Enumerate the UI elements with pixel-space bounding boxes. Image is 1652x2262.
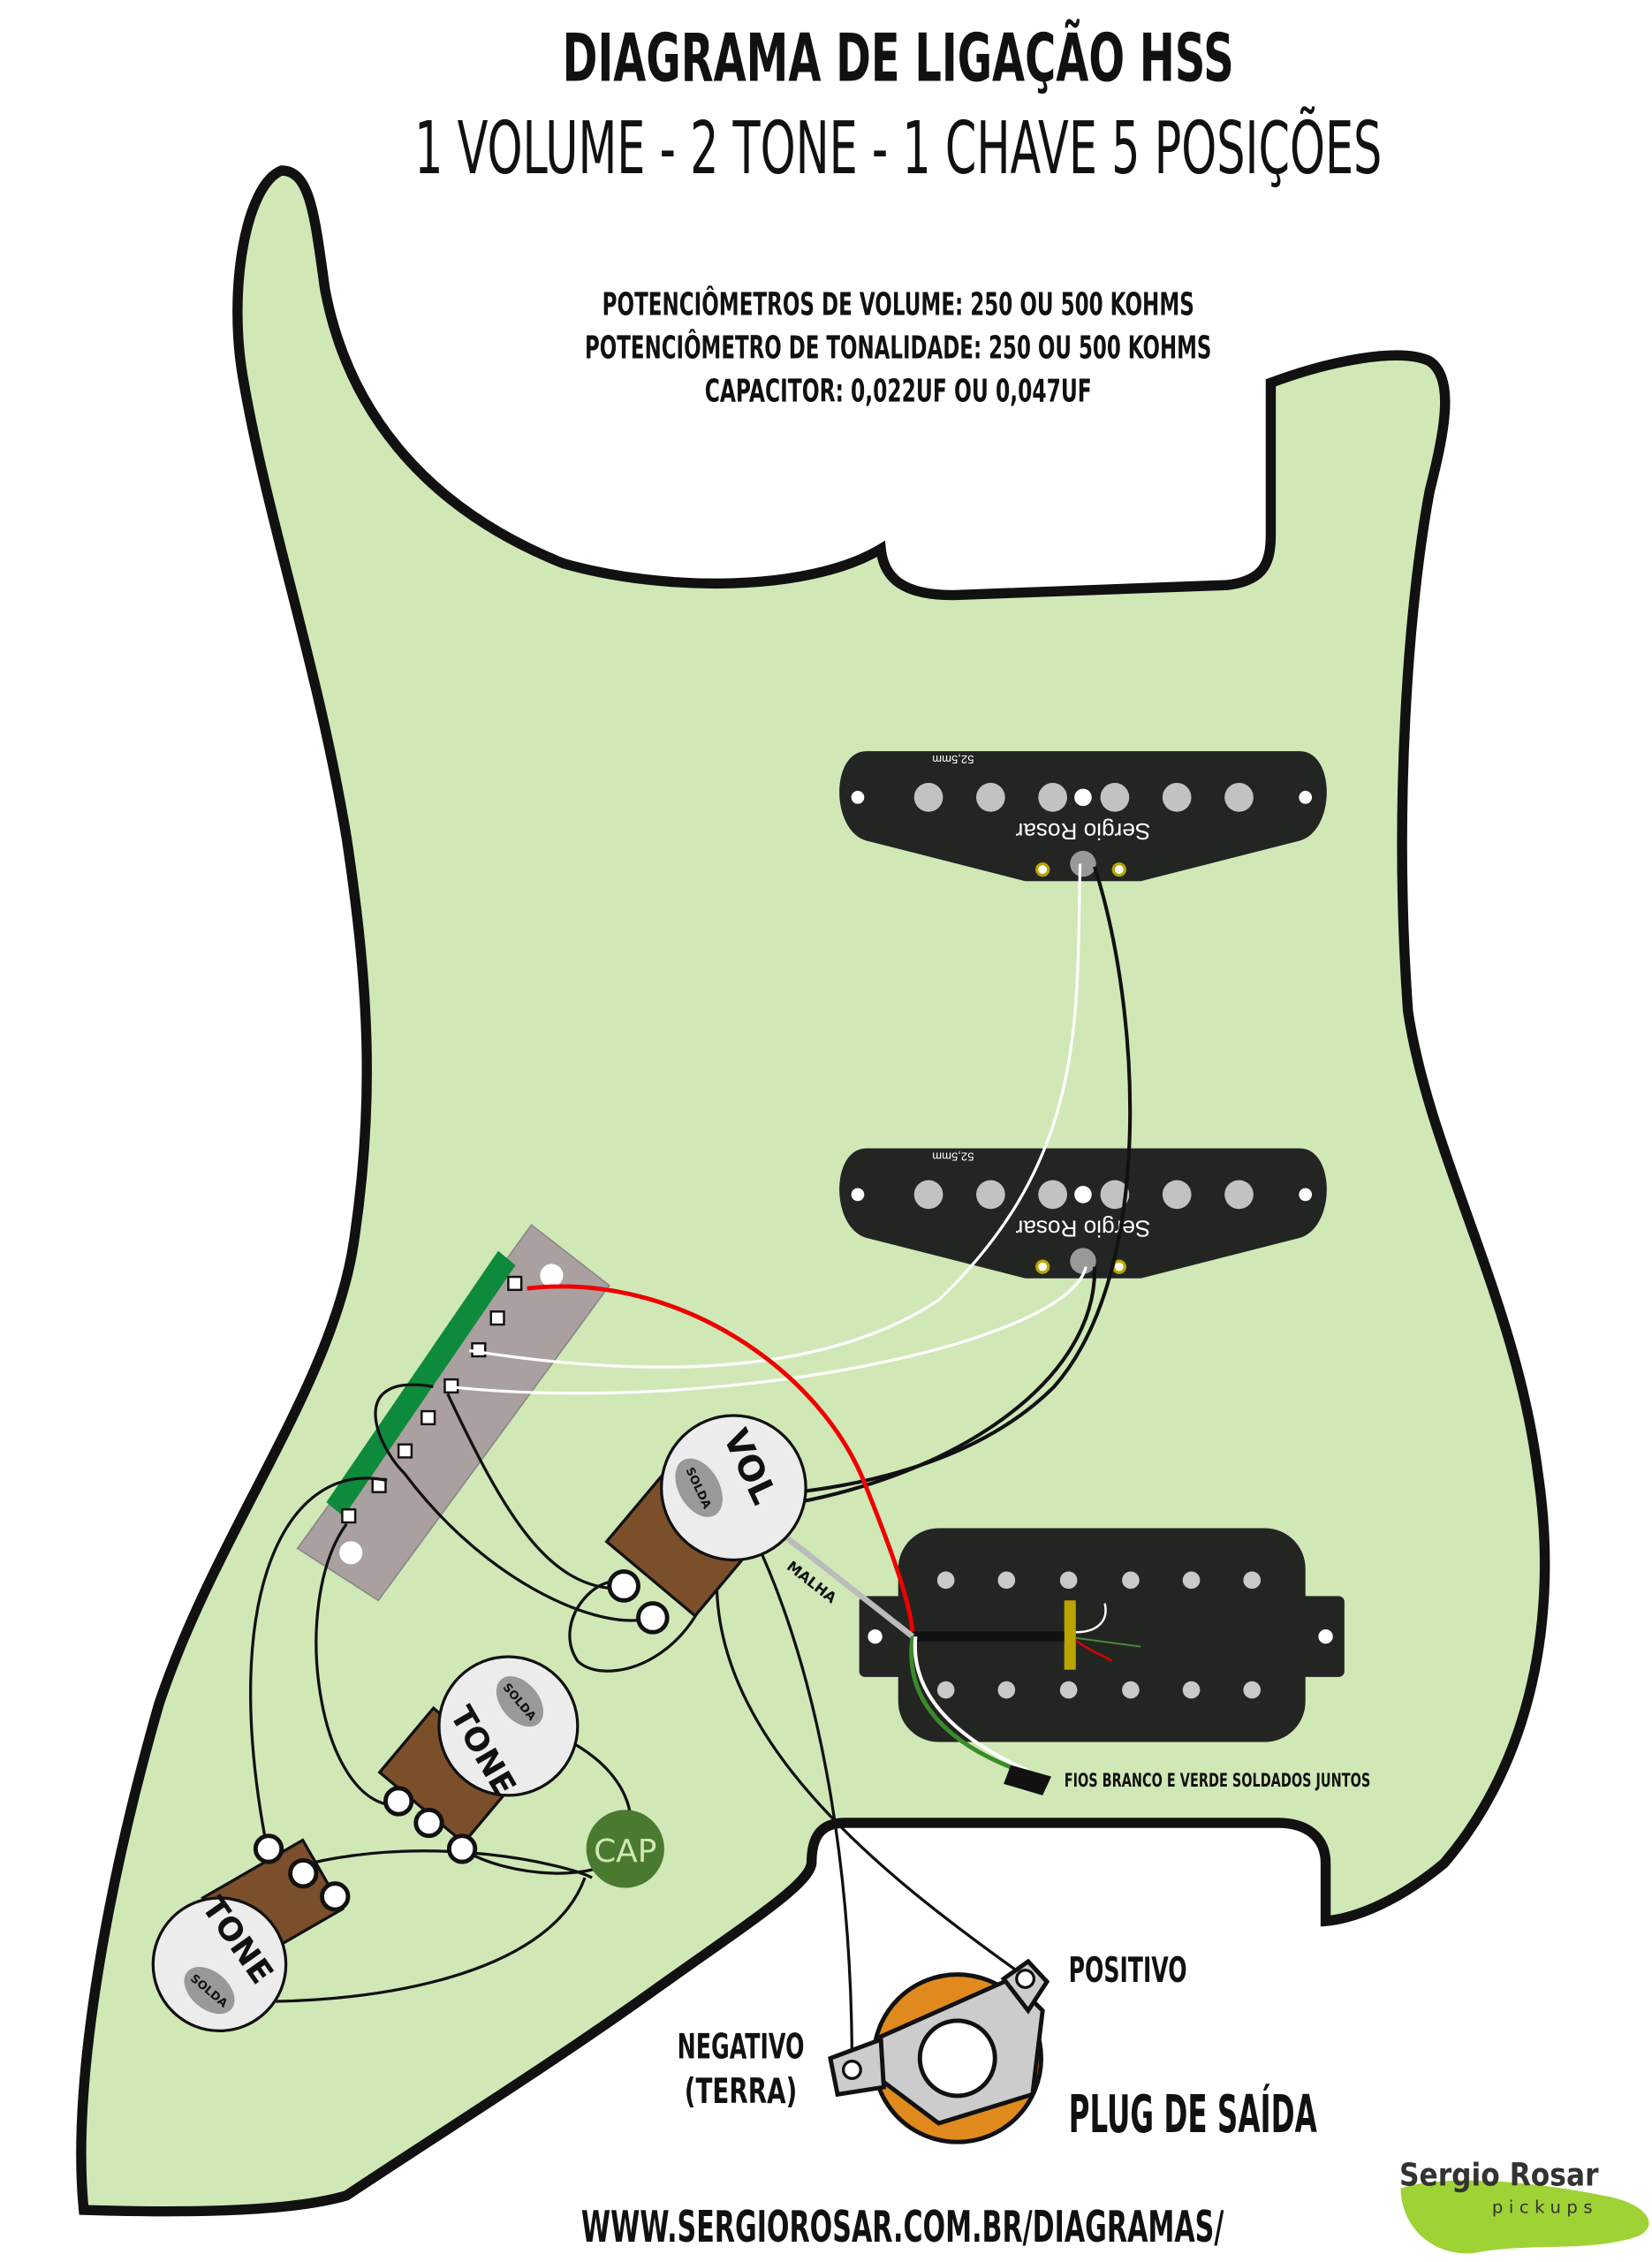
output-jack bbox=[828, 1958, 1050, 2144]
ground-label: (TERRA) bbox=[685, 2072, 798, 2112]
diagram-subtitle: 1 VOLUME - 2 TONE - 1 CHAVE 5 POSIÇÕES bbox=[414, 106, 1382, 191]
logo-tagline: pickups bbox=[1492, 2197, 1598, 2217]
spec-tone: POTENCIÔMETRO DE TONALIDADE: 250 OU 500 … bbox=[585, 329, 1211, 366]
middle-pickup-brand: Sergio Rosar bbox=[1015, 1215, 1150, 1241]
middle-pickup: Sergio Rosar 52,5mm bbox=[839, 1148, 1327, 1279]
wire-tip bbox=[1004, 1765, 1051, 1795]
neck-pickup: Sergio Rosar 52,5mm bbox=[839, 751, 1327, 882]
capacitor: CAP bbox=[586, 1810, 664, 1888]
spec-volume: POTENCIÔMETROS DE VOLUME: 250 OU 500 KOH… bbox=[602, 285, 1194, 323]
spec-capacitor: CAPACITOR: 0,022UF OU 0,047UF bbox=[705, 374, 1092, 410]
logo-name: Sergio Rosar bbox=[1399, 2157, 1599, 2193]
cap-label: CAP bbox=[594, 1833, 656, 1870]
tone-pot-bridge: TONE SOLDA bbox=[151, 1833, 351, 2032]
website-url: WWW.SERGIOROSAR.COM.BR/DIAGRAMAS/ bbox=[581, 2201, 1224, 2252]
white-green-note: FIOS BRANCO E VERDE SOLDADOS JUNTOS bbox=[1065, 1770, 1371, 1792]
bridge-humbucker bbox=[859, 1528, 1345, 1742]
sergio-rosar-logo: Sergio Rosar pickups bbox=[1399, 2157, 1649, 2254]
tone-pot-middle: TONE SOLDA bbox=[377, 1655, 580, 1864]
specifications: POTENCIÔMETROS DE VOLUME: 250 OU 500 KOH… bbox=[585, 285, 1211, 409]
neck-pickup-size: 52,5mm bbox=[932, 753, 974, 766]
positive-label: POSITIVO bbox=[1069, 1951, 1187, 1991]
middle-pickup-size: 52,5mm bbox=[932, 1150, 974, 1164]
output-jack-label: PLUG DE SAÍDA bbox=[1069, 2084, 1317, 2144]
neck-pickup-brand: Sergio Rosar bbox=[1015, 818, 1150, 845]
diagram-title: DIAGRAMA DE LIGAÇÃO HSS bbox=[563, 19, 1234, 97]
volume-pot: VOL SOLDA bbox=[604, 1414, 807, 1635]
negative-label: NEGATIVO bbox=[678, 2027, 805, 2067]
